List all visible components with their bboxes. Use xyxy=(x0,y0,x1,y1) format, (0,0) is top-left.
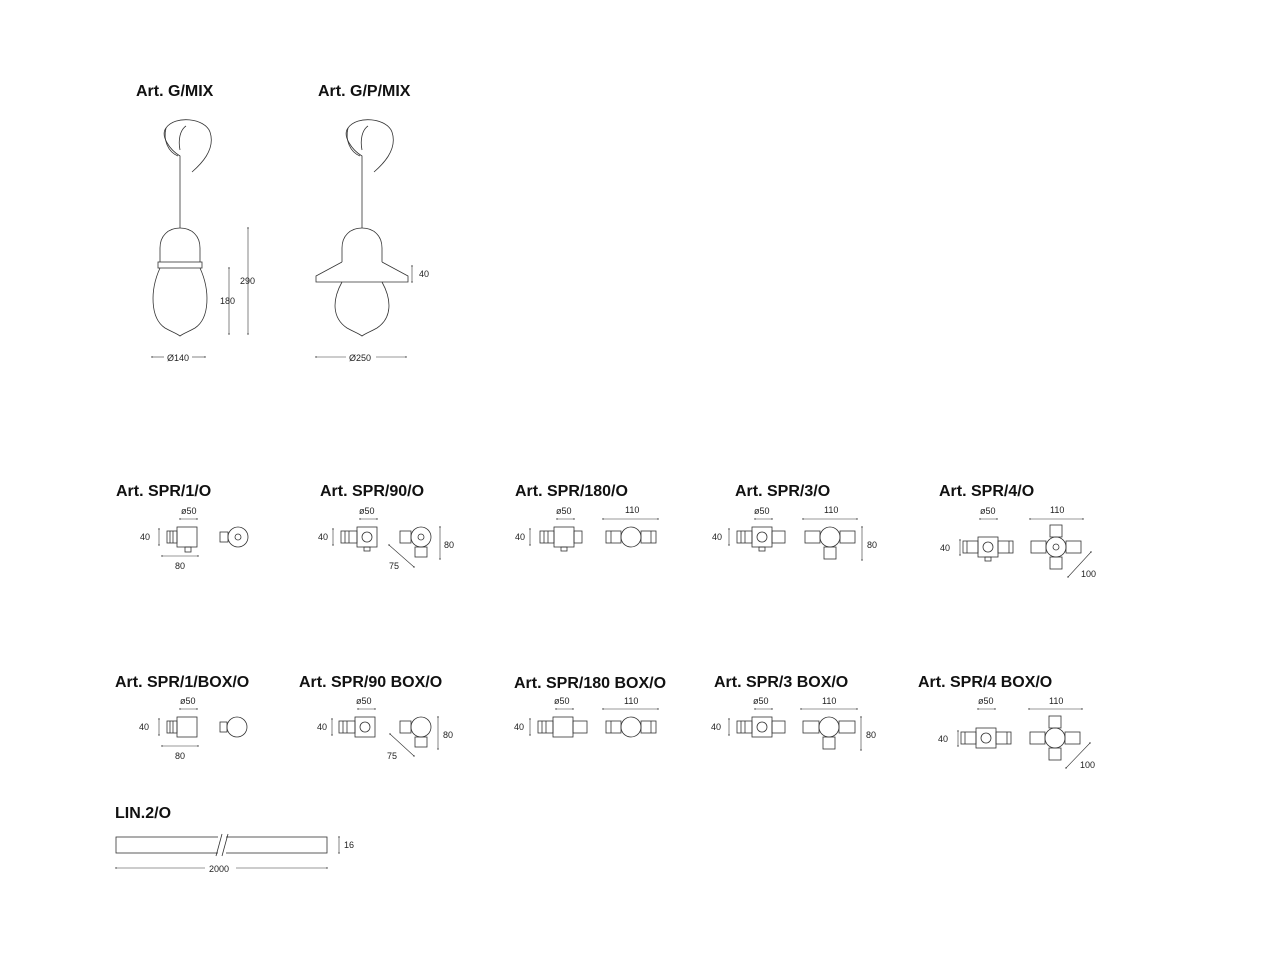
spr90box-drawing: ø50 40 80 75 xyxy=(317,696,453,761)
title-spr4box: Art. SPR/4 BOX/O xyxy=(918,674,1053,691)
spr180-d110: 110 xyxy=(625,505,639,515)
spr4-d100: 100 xyxy=(1081,569,1096,579)
spr3-d110: 110 xyxy=(824,505,838,515)
spr4-drawing: ø50 40 110 100 xyxy=(940,505,1096,579)
spr3-d40: 40 xyxy=(712,532,722,542)
title-spr90: Art. SPR/90/O xyxy=(320,483,425,500)
spr180box-d50: ø50 xyxy=(554,696,570,706)
title-spr180: Art. SPR/180/O xyxy=(515,483,628,500)
spr4box-drawing: ø50 40 110 100 xyxy=(938,696,1095,770)
spr1box-d40: 40 xyxy=(139,722,149,732)
title-spr3: Art. SPR/3/O xyxy=(735,483,831,500)
spr180box-d40: 40 xyxy=(514,722,524,732)
spr90-d75: 75 xyxy=(389,561,399,571)
title-spr90box: Art. SPR/90 BOX/O xyxy=(299,674,443,691)
gp-mix-drawing: 40 Ø250 xyxy=(315,119,429,363)
spr1box-d50: ø50 xyxy=(180,696,196,706)
spr3-drawing: ø50 40 110 80 xyxy=(712,505,877,561)
title-g-mix: Art. G/MIX xyxy=(136,83,214,100)
spr1-d80: 80 xyxy=(175,561,185,571)
g-mix-drawing: 290 180 Ø140 xyxy=(151,119,255,363)
title-spr4: Art. SPR/4/O xyxy=(939,483,1035,500)
spr4box-d50: ø50 xyxy=(978,696,994,706)
spr90box-d80: 80 xyxy=(443,730,453,740)
spr4box-d100: 100 xyxy=(1080,760,1095,770)
spr3box-d50: ø50 xyxy=(753,696,769,706)
gp-mix-diameter: Ø250 xyxy=(349,353,371,363)
spr4box-d40: 40 xyxy=(938,734,948,744)
spr1box-d80: 80 xyxy=(175,751,185,761)
title-spr1box: Art. SPR/1/BOX/O xyxy=(115,674,250,691)
spr90box-d40: 40 xyxy=(317,722,327,732)
spr1-d40: 40 xyxy=(140,532,150,542)
spr4-d50: ø50 xyxy=(980,506,996,516)
spr4box-d110: 110 xyxy=(1049,696,1063,706)
spr90-d80: 80 xyxy=(444,540,454,550)
spr90-d50: ø50 xyxy=(359,506,375,516)
spr180box-d110: 110 xyxy=(624,696,638,706)
spr1-drawing: ø50 40 80 xyxy=(140,506,249,571)
title-spr3box: Art. SPR/3 BOX/O xyxy=(714,674,849,691)
spr4-d110: 110 xyxy=(1050,505,1064,515)
spr90box-d75: 75 xyxy=(387,751,397,761)
title-spr1: Art. SPR/1/O xyxy=(116,483,212,500)
spr180-d50: ø50 xyxy=(556,506,572,516)
spr3box-d80: 80 xyxy=(866,730,876,740)
gp-mix-shade-height: 40 xyxy=(419,269,429,279)
spr1box-drawing: ø50 40 80 xyxy=(139,696,248,761)
spr3box-d110: 110 xyxy=(822,696,836,706)
lin-length: 2000 xyxy=(209,864,229,874)
lin-drawing: 16 2000 xyxy=(115,833,354,874)
spr180-d40: 40 xyxy=(515,532,525,542)
spr90-d40: 40 xyxy=(318,532,328,542)
spr3box-d40: 40 xyxy=(711,722,721,732)
g-mix-diameter: Ø140 xyxy=(167,353,189,363)
g-mix-height-body: 180 xyxy=(220,296,235,306)
spr90-drawing: ø50 40 80 75 xyxy=(318,506,454,571)
spr3-d50: ø50 xyxy=(754,506,770,516)
spr3-d80: 80 xyxy=(867,540,877,550)
lin-height: 16 xyxy=(344,840,354,850)
spr90box-d50: ø50 xyxy=(356,696,372,706)
spr180box-drawing: ø50 40 110 xyxy=(514,696,659,738)
spr4-d40: 40 xyxy=(940,543,950,553)
title-lin: LIN.2/O xyxy=(115,805,172,822)
spr3box-drawing: ø50 40 110 80 xyxy=(711,696,876,751)
spr180-drawing: ø50 40 110 xyxy=(515,505,659,552)
g-mix-height-total: 290 xyxy=(240,276,255,286)
title-gp-mix: Art. G/P/MIX xyxy=(318,83,411,100)
title-spr180box: Art. SPR/180 BOX/O xyxy=(514,675,667,692)
spr1-d50: ø50 xyxy=(181,506,197,516)
